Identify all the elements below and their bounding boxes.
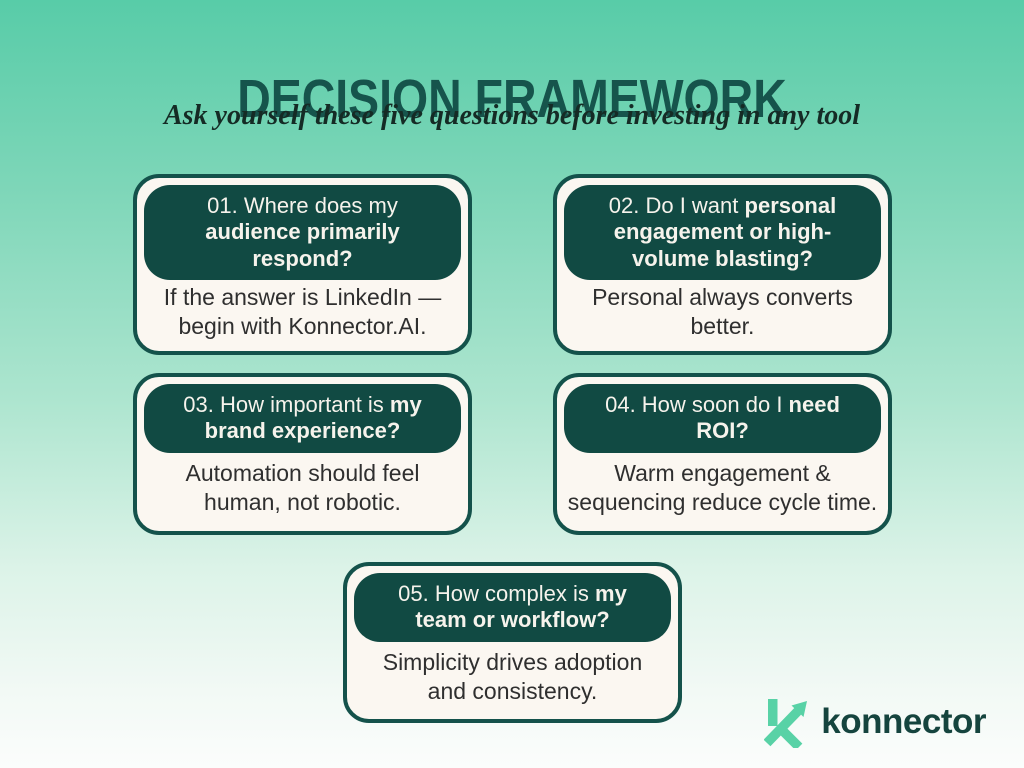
answer-text-4: Warm engagement & sequencing reduce cycl… <box>567 460 878 516</box>
page-subtitle: Ask yourself these five questions before… <box>163 100 861 131</box>
answer-text-1: If the answer is LinkedIn — begin with K… <box>163 283 442 340</box>
brand-name: konnector <box>821 702 986 741</box>
answer-text-3: Automation should feel human, not roboti… <box>185 460 420 516</box>
brand-logo: konnector <box>764 696 986 748</box>
page-title: DECISION FRAMEWORK <box>237 69 787 130</box>
answer-text-2: Personal always converts better. <box>592 283 853 340</box>
arrow-k-icon <box>764 696 812 748</box>
answer-text-5: Simplicity drives adoption and consisten… <box>382 648 643 704</box>
